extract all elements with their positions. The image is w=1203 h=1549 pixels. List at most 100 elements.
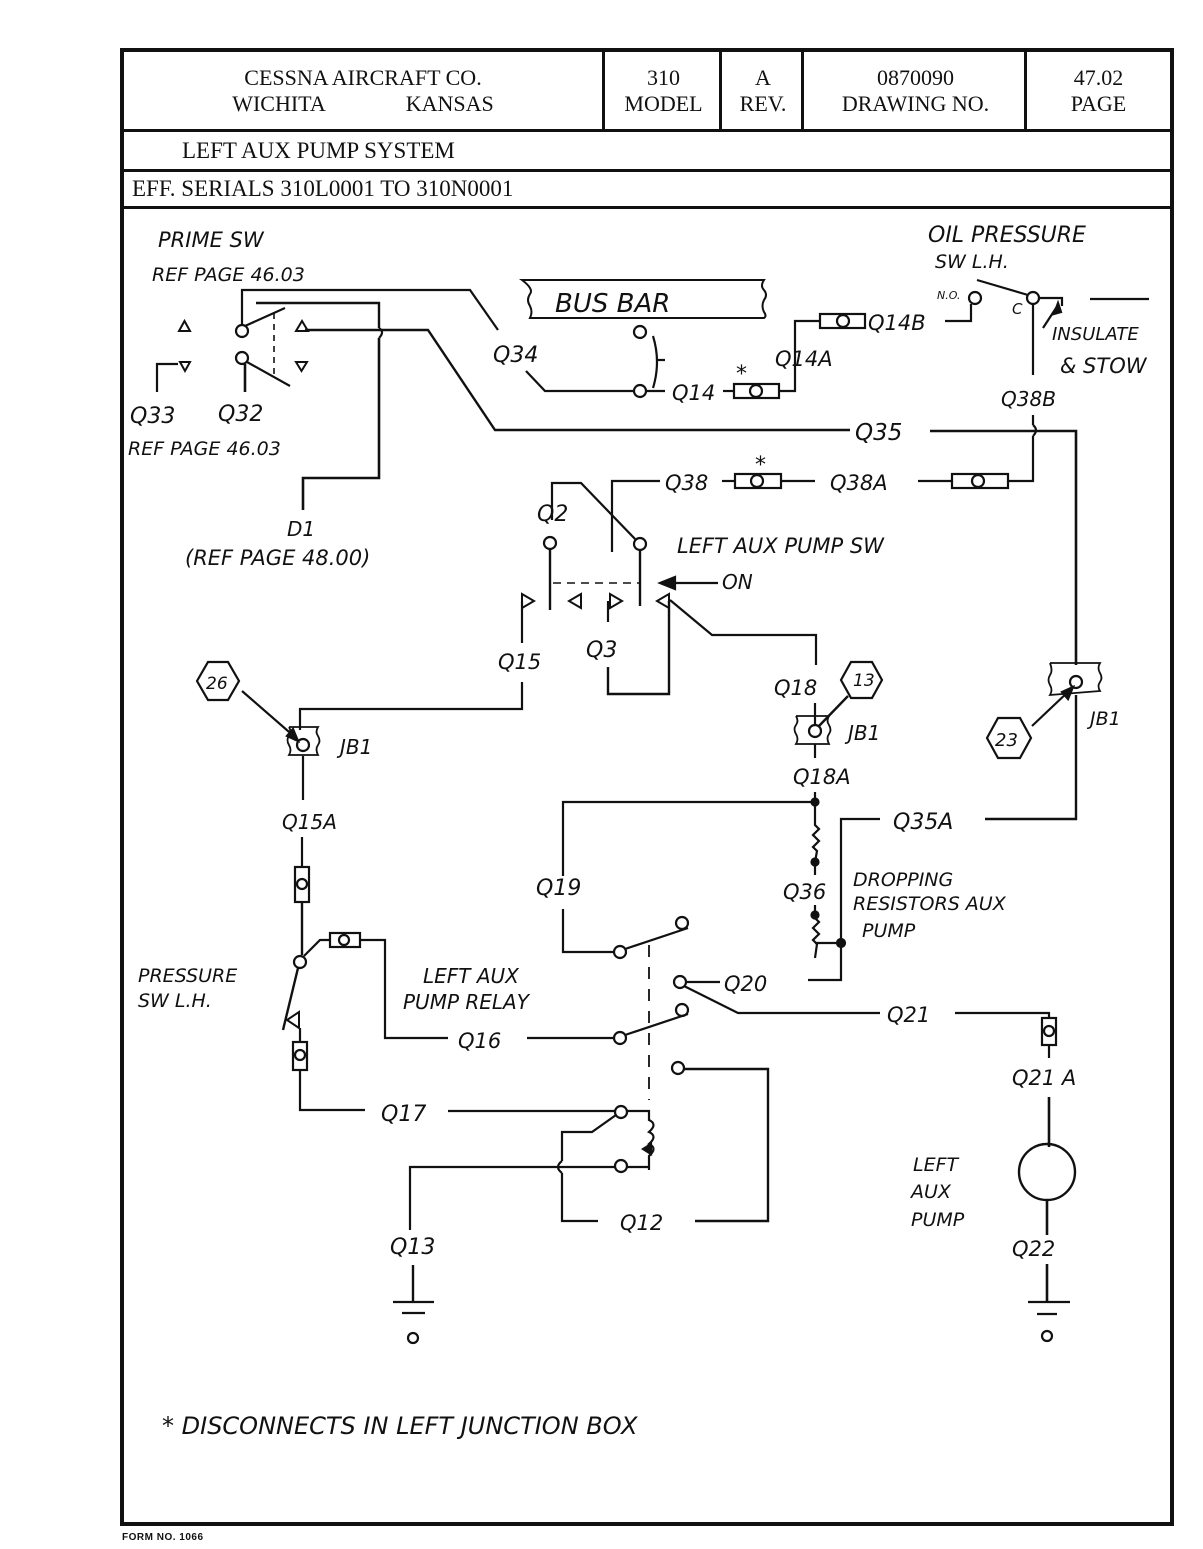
junction-jb1-right <box>1047 662 1103 697</box>
q38b-label: Q38B <box>1001 387 1056 411</box>
wire-q35a-right <box>985 695 1078 821</box>
model-cell: 310 MODEL <box>602 52 722 129</box>
hex-23-label: 23 <box>995 730 1018 751</box>
pressure-sw-flag <box>285 1010 300 1030</box>
q36-label: Q36 <box>783 880 826 904</box>
jb1-label-left: JB1 <box>336 735 372 759</box>
disconnect-q14 <box>723 382 781 400</box>
breaker-terminal <box>632 324 648 340</box>
model-label: MODEL <box>624 90 703 116</box>
oil-sw-common-contact <box>1025 290 1041 306</box>
relay-contact <box>612 944 628 960</box>
hex-13-label: 13 <box>853 671 875 691</box>
q38a-label: Q38A <box>830 471 888 495</box>
pivot-contact <box>234 323 250 339</box>
relay-coil <box>627 1109 655 1170</box>
bus-bar-box <box>519 279 767 319</box>
ground-symbol-relay <box>393 1265 434 1345</box>
drawing-no-value: 0870090 <box>877 64 954 90</box>
relay-coil-terminal <box>613 1104 629 1120</box>
wire-q17-left <box>298 1070 365 1112</box>
relay-blade <box>624 1012 689 1037</box>
contact-triangle-up <box>177 318 192 332</box>
disconnect-q38a <box>918 472 1010 490</box>
disconnect-body <box>950 472 1010 490</box>
wire-q13 <box>408 1165 615 1230</box>
disconnect-pin <box>293 1048 307 1062</box>
wire-pressure-sw-out <box>303 938 330 957</box>
disconnect-q38 <box>722 472 815 490</box>
pressure-sw-contact <box>292 954 308 970</box>
wire-q19-lower <box>561 909 614 954</box>
q35-label: Q35 <box>855 420 902 446</box>
coil-diode-mark <box>640 1142 653 1156</box>
oil-sw-label: SW L.H. <box>935 251 1009 273</box>
wire-q19-upper <box>561 792 817 876</box>
junction-box <box>1047 662 1103 697</box>
disconnect-q15a <box>293 837 311 904</box>
flag-contact <box>609 592 624 610</box>
switch-blade <box>244 306 286 328</box>
disconnect-pin <box>1042 1024 1056 1038</box>
company-city: WICHITA <box>232 90 326 116</box>
wire-q3-loop <box>606 601 671 696</box>
wire-q33 <box>155 362 178 392</box>
q14a-label: Q14A <box>775 347 833 371</box>
serials-row: EFF. SERIALS 310L0001 TO 310N0001 <box>124 172 1170 209</box>
rev-cell: A REV. <box>719 52 804 129</box>
q17-label: Q17 <box>381 1102 426 1127</box>
wire-q34-upper <box>240 288 499 331</box>
company-state: KANSAS <box>405 90 494 116</box>
wire-q35-right <box>930 429 1078 665</box>
wire-q21-right <box>955 1011 1051 1018</box>
callout-leader-23 <box>1031 689 1071 727</box>
contact-triangle-down <box>294 361 309 373</box>
junction-terminal <box>295 737 311 753</box>
contact-triangle-down <box>178 361 192 374</box>
model-value: 310 <box>647 64 680 90</box>
hex-callout-26 <box>195 660 241 702</box>
flag-contact <box>567 592 582 610</box>
wire-q14b <box>945 304 973 323</box>
contact-triangle-up <box>294 319 310 332</box>
callout-arrow <box>1060 684 1076 702</box>
disconnect-pin <box>295 877 309 891</box>
bus-bar-label: BUS BAR <box>555 289 670 319</box>
pump-label-2: AUX <box>909 1181 952 1203</box>
relay-contact <box>612 1030 628 1046</box>
flag-contact <box>655 592 670 610</box>
form-number: FORM NO. 1066 <box>122 1532 204 1543</box>
disconnect-q16 <box>328 931 362 949</box>
junction-box <box>793 715 832 745</box>
ground-terminal <box>406 1331 420 1345</box>
wire-d1 <box>301 338 381 510</box>
switch-blade <box>246 361 291 387</box>
drawing-no-cell: 0870090 DRAWING NO. <box>801 52 1027 129</box>
q-ref-label: REF PAGE 46.03 <box>128 438 281 460</box>
prime-ref-label: REF PAGE 46.03 <box>152 264 305 286</box>
arrow-head <box>1052 299 1063 316</box>
pressure-sw-blade <box>281 967 300 1031</box>
wire-q2 <box>550 481 637 541</box>
flag-contact <box>521 592 536 610</box>
wire-q21 <box>683 985 880 1015</box>
wire-q12-right <box>684 1067 770 1223</box>
dropping-resistor-1 <box>811 802 821 863</box>
hex-callout-23 <box>985 716 1033 760</box>
relay-contact <box>674 915 690 931</box>
wire-q18 <box>669 599 818 665</box>
system-title-row: LEFT AUX PUMP SYSTEM <box>124 132 1170 172</box>
title-block-header: CESSNA AIRCRAFT CO. WICHITA KANSAS 310 M… <box>124 52 1170 132</box>
wire-q38b-to-q38a <box>1008 436 1035 483</box>
q13-label: Q13 <box>390 1235 435 1260</box>
aux-pump-relay <box>612 915 690 1174</box>
q15a-label: Q15A <box>282 810 337 834</box>
q21a-label: Q21 A <box>1012 1066 1076 1090</box>
company-location: WICHITA KANSAS <box>232 91 494 117</box>
hex-callout-13 <box>839 660 884 700</box>
q15-label: Q15 <box>498 650 541 674</box>
disconnect-pin <box>835 313 851 329</box>
hex-26-label: 26 <box>206 674 228 694</box>
q18-label: Q18 <box>774 676 817 700</box>
page-cell: 47.02 PAGE <box>1024 52 1170 129</box>
